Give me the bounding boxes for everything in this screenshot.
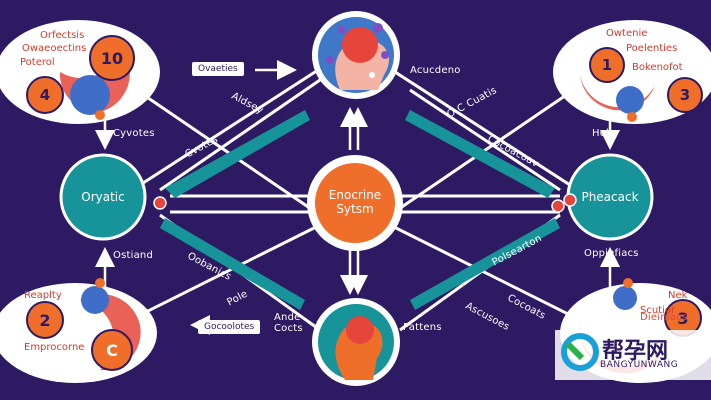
teal-band-right-bottom [410, 218, 560, 310]
bl-letter: C [106, 340, 118, 360]
br-line1: Nek [668, 290, 688, 301]
tl-line1: Orfectsis [40, 30, 85, 41]
right-node-dot-1 [551, 199, 565, 213]
watermark-logo [555, 330, 711, 380]
center-line2: Sytsm [336, 202, 374, 216]
teal-bands [160, 110, 560, 310]
tr-line3: Bokenofot [632, 62, 683, 73]
teal-band-right-top [405, 110, 555, 198]
tr-line1: Owtenie [606, 28, 648, 39]
center-node-circle [315, 163, 395, 243]
br-num1: 3 [677, 308, 689, 328]
label-hohy: Hohy [592, 128, 619, 139]
right-node-dot-2 [563, 193, 577, 207]
line-top-right [409, 88, 561, 192]
tl-small-num: 4 [39, 86, 51, 104]
watermark-brand: 帮孕网 [602, 339, 669, 364]
tr-num2: 3 [679, 86, 691, 104]
tr-line2: Poelenties [626, 43, 678, 54]
label-acucdeno: Acucdeno [410, 65, 461, 76]
tl-big-num: 10 [100, 48, 124, 68]
left-node-circle [59, 153, 147, 241]
bl-line2: Emprocorne [24, 342, 85, 353]
teal-band-left-top [165, 110, 310, 198]
label-ande-cocts: Ande Cocts [274, 312, 303, 334]
tr-num1: 1 [601, 56, 613, 74]
label-ostiand: Ostiand [113, 250, 153, 261]
tl-line3: Poterol [20, 57, 55, 68]
teal-band-left-bottom [160, 218, 305, 310]
label-overties: Ovaeties [192, 62, 244, 76]
top-head-node [312, 11, 400, 99]
line-left-top [159, 78, 321, 192]
center-line1: Enocrine [328, 188, 382, 202]
center-node-label: Enocrine Sytsm [305, 188, 405, 216]
label-oppiefiacs: Oppiefiacs [584, 248, 639, 259]
label-cyvotes: Cyvotes [113, 128, 155, 139]
card-top-left [0, 20, 160, 124]
right-node-label: Pheacack [581, 190, 639, 204]
bl-line1: Reaplty [24, 290, 62, 301]
br-line2: Scutior [640, 305, 676, 316]
left-node-dot [153, 196, 167, 210]
left-node-label: Oryatic [81, 190, 125, 204]
card-top-right [553, 20, 711, 124]
card-bottom-left [0, 278, 157, 383]
bottom-head-node [312, 298, 400, 386]
label-gocoolotes: Gocoolotes [198, 320, 261, 334]
bl-num1: 2 [39, 310, 51, 330]
line-br-center [389, 223, 601, 332]
tl-line2: Owaeoectins [22, 43, 87, 54]
label-pattens: Pattens [403, 322, 442, 333]
label-dieiniacs: Dieiniacs [640, 312, 688, 323]
watermark-sub: BANGYUNWANG [600, 360, 679, 370]
